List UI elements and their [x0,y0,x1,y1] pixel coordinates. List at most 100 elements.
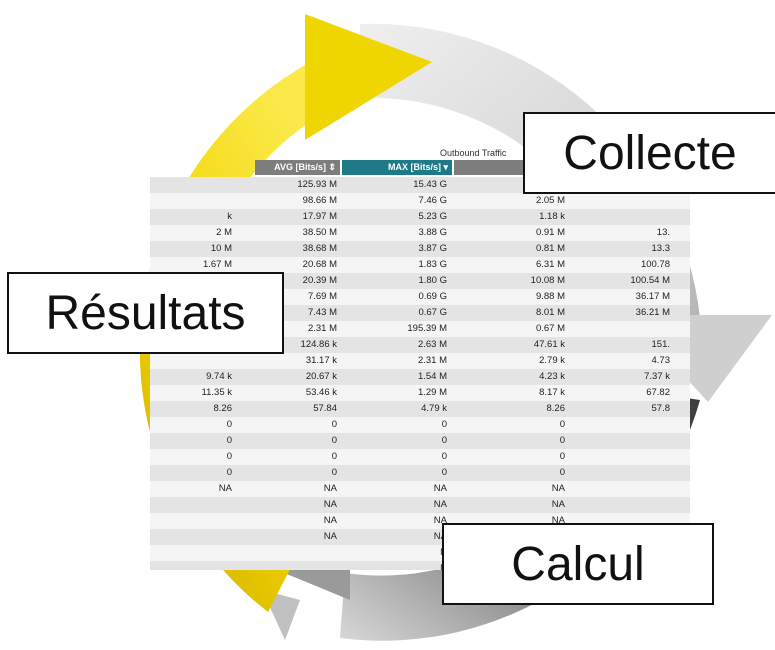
label-results: Résultats [7,272,284,354]
table-row: NA NA NA NA [150,481,690,497]
table-cell: 9.88 M [535,291,565,302]
table-cell: 0 [559,467,565,478]
table-cell: 20.68 M [302,259,337,270]
label-collect: Collecte [523,112,775,194]
table-cell: NA [551,483,565,494]
table-cell: 0 [226,419,232,430]
table-cell: 2.05 M [535,195,565,206]
table-cell: 1.80 G [418,275,447,286]
table-cell: 2.31 M [417,355,447,366]
table-cell: 11.35 k [201,387,232,398]
table-cell: 2.31 M [307,323,337,334]
table-cell: 9.74 k [206,371,232,382]
table-row: 9.74 k 20.67 k 1.54 M 4.23 k 7.37 k [150,369,690,385]
table-cell: 195.39 M [407,323,447,334]
table-cell: 47.61 k [533,339,565,350]
table-row: 8.26 57.84 4.79 k 8.26 57.8 [150,401,690,417]
table-cell: NA [433,515,447,526]
table-cell: 0 [226,451,232,462]
table-cell: NA [551,515,565,526]
table-cell: 3.88 G [418,227,447,238]
table-group-header: Outbound Traffic [440,148,507,158]
table-cell: 125.93 M [297,179,337,190]
table-cell: 0 [441,467,447,478]
table-cell: NA [551,499,565,510]
table-cell: 57.8 [651,403,671,414]
table-cell: 0.67 G [418,307,447,318]
table-cell: 7.69 M [307,291,337,302]
table-cell: 0.69 G [418,291,447,302]
table-cell: 7.46 G [418,195,447,206]
table-cell: 7.43 M [307,307,337,318]
arrow-head-results [305,14,432,140]
table-cell: 10.08 M [530,275,565,286]
table-cell: 10 M [210,243,232,254]
table-cell: 0 [559,451,565,462]
table-cell: 98.66 M [302,195,337,206]
table-cell: 8.01 M [535,307,565,318]
table-cell: 0.81 M [535,243,565,254]
table-cell: 0 [441,451,447,462]
table-cell: 2.63 M [417,339,447,350]
table-cell: 8.17 k [539,387,565,398]
table-row: 7.43 M 0.67 G 8.01 M 36.21 M [150,305,690,321]
table-row: 2.31 M 195.39 M 0.67 M [150,321,690,337]
table-cell: 57.84 [313,403,337,414]
table-cell: 38.68 M [302,243,337,254]
table-cell: 4.23 k [539,371,565,382]
table-cell: 0 [331,435,337,446]
table-cell: 2.79 k [539,355,565,366]
table-cell: 20.67 k [305,371,337,382]
table-cell: 0 [331,467,337,478]
table-cell: 36.21 M [635,307,670,318]
table-cell: NA [218,483,232,494]
table-cell: 0 [441,419,447,430]
table-cell: 3.87 G [418,243,447,254]
table-cell: 5.23 G [418,211,447,222]
table-cell: 17.97 M [302,211,337,222]
table-cell: 53.46 k [305,387,337,398]
table-cell: 1.29 M [417,387,447,398]
table-cell: 13. [656,227,670,238]
table-cell: 151. [651,339,671,350]
table-cell: NA [433,499,447,510]
table-cell: 0.91 M [535,227,565,238]
table-cell: NA [323,515,337,526]
table-cell: 2 M [216,227,232,238]
label-calc: Calcul [442,523,714,605]
table-cell: NA [323,483,337,494]
table-cell: 13.3 [651,243,671,254]
table-cell: 15.43 G [413,179,447,190]
table-cell: 0.67 M [535,323,565,334]
table-cell: 1.83 G [418,259,447,270]
table-cell: 0 [331,419,337,430]
table-row: 98.66 M 7.46 G 2.05 M [150,193,690,209]
table-cell: 31.17 k [305,355,337,366]
table-cell: 7.37 k [644,371,670,382]
table-cell: 1.67 M [202,259,232,270]
header-max[interactable]: MAX [Bits/s] ▾ [342,160,452,175]
table-cell: 8.26 [213,403,233,414]
table-cell: 4.79 k [421,403,447,414]
table-cell: 0 [559,435,565,446]
table-cell: 1.54 M [417,371,447,382]
table-row: 0 0 0 0 [150,417,690,433]
table-row: 10 M 38.68 M 3.87 G 0.81 M 13.3 [150,241,690,257]
table-cell: 8.26 [546,403,566,414]
table-cell: NA [433,483,447,494]
header-avg[interactable]: AVG [Bits/s] ⇕ [255,160,340,175]
table-cell: 100.78 [640,259,670,270]
table-cell: 0 [559,419,565,430]
table-cell: NA [323,531,337,542]
